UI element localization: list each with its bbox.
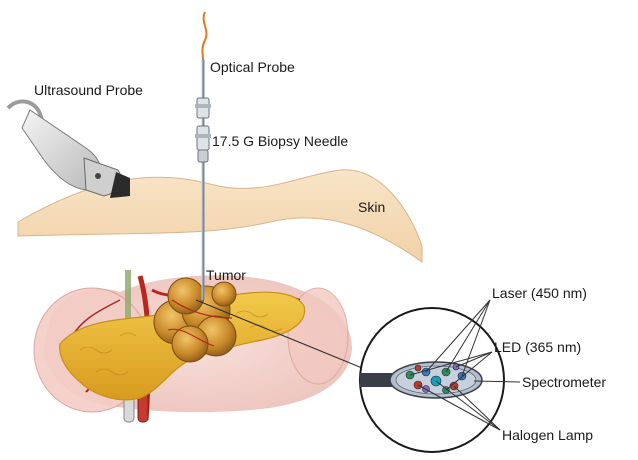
biopsy-needle-icon: [195, 60, 211, 300]
fiber-bundle-icon: [360, 308, 504, 452]
label-biopsy-needle: 17.5 G Biopsy Needle: [212, 133, 348, 149]
ultrasound-probe-icon: [8, 101, 130, 198]
label-skin: Skin: [358, 199, 385, 215]
label-led: LED (365 nm): [494, 339, 581, 355]
label-ultrasound-probe: Ultrasound Probe: [34, 82, 143, 98]
label-tumor: Tumor: [206, 267, 246, 283]
label-spectrometer: Spectrometer: [522, 374, 606, 390]
optical-fiber: [202, 12, 206, 64]
label-laser: Laser (450 nm): [492, 285, 587, 301]
label-optical-probe: Optical Probe: [210, 59, 295, 75]
label-halogen-lamp: Halogen Lamp: [502, 427, 593, 443]
